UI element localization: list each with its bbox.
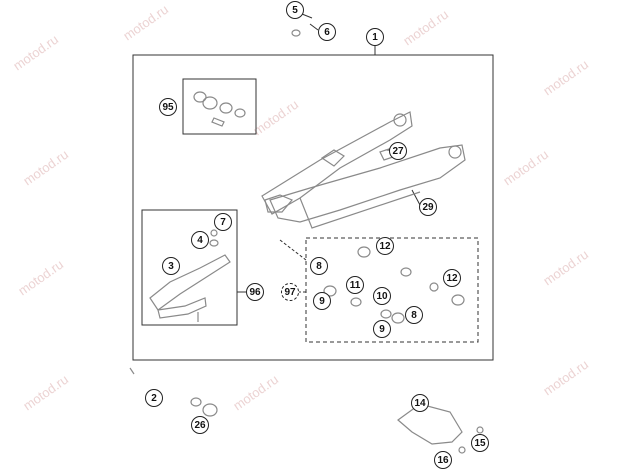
callout-3[interactable]: 3 — [162, 257, 180, 275]
callout-29[interactable]: 29 — [419, 198, 437, 216]
callout-12-right[interactable]: 12 — [443, 269, 461, 287]
callout-4[interactable]: 4 — [191, 231, 209, 249]
callout-8-left[interactable]: 8 — [310, 257, 328, 275]
callout-8-right[interactable]: 8 — [405, 306, 423, 324]
callout-9-right[interactable]: 9 — [373, 320, 391, 338]
callout-95[interactable]: 95 — [159, 98, 177, 116]
callout-15[interactable]: 15 — [471, 434, 489, 452]
callout-10[interactable]: 10 — [373, 287, 391, 305]
callout-5[interactable]: 5 — [286, 1, 304, 19]
callout-9-left[interactable]: 9 — [313, 292, 331, 310]
callout-2[interactable]: 2 — [145, 389, 163, 407]
callout-26[interactable]: 26 — [191, 416, 209, 434]
pivot-parts-drawing — [323, 246, 465, 324]
pivot-kit-frame — [305, 237, 479, 343]
chain-guide-drawing — [149, 229, 231, 322]
callout-12-upper[interactable]: 12 — [376, 237, 394, 255]
callout-7[interactable]: 7 — [214, 213, 232, 231]
bearing-kit-frame — [182, 78, 257, 135]
callout-6[interactable]: 6 — [318, 23, 336, 41]
swingarm-drawing — [261, 111, 466, 229]
bearing-parts-drawing — [193, 91, 246, 127]
swingarm-assembly-frame — [132, 54, 494, 361]
callout-97[interactable]: 97 — [281, 283, 299, 301]
callout-27[interactable]: 27 — [389, 142, 407, 160]
callout-96[interactable]: 96 — [246, 283, 264, 301]
callout-16[interactable]: 16 — [434, 451, 452, 469]
callout-1[interactable]: 1 — [366, 28, 384, 46]
callout-14[interactable]: 14 — [411, 394, 429, 412]
chain-guide-frame — [141, 209, 238, 326]
callout-11[interactable]: 11 — [346, 276, 364, 294]
